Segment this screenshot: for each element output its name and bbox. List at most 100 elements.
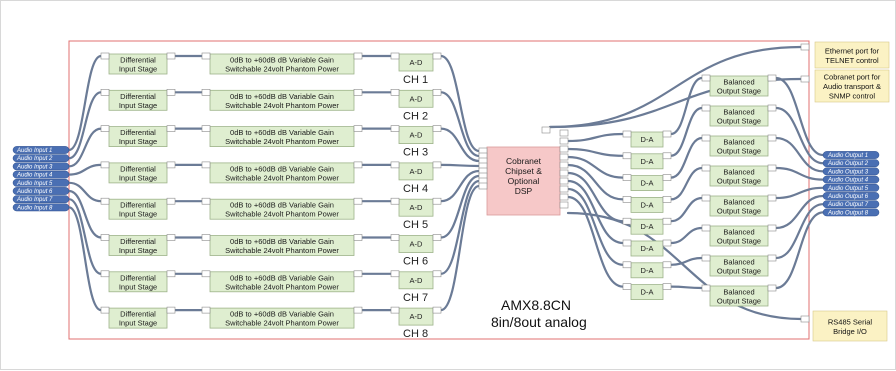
channel-label-6: CH 6 <box>403 256 428 268</box>
da-converter-1: D-A <box>630 131 664 148</box>
gain-port-in-4 <box>201 161 211 169</box>
variable-gain-stage-8: 0dB to +60dB dB Variable GainSwitchable … <box>209 307 355 329</box>
audio-input-pill-7[interactable] <box>12 195 70 204</box>
audio-output-pill-1[interactable] <box>822 151 880 159</box>
audio-input-8[interactable]: Audio Input 8 <box>12 203 70 212</box>
diff-port-in-4 <box>100 161 110 169</box>
audio-output-pill-4[interactable] <box>822 175 880 184</box>
diff-port-out-5 <box>166 197 176 205</box>
wire-input-to-diff-3 <box>67 127 103 168</box>
audio-input-pill-4[interactable] <box>12 170 70 179</box>
audio-input-pill-2[interactable] <box>12 154 70 163</box>
audio-input-pill-3[interactable] <box>12 162 70 171</box>
audio-output-7[interactable]: Audio Output 7 <box>822 200 880 209</box>
ad-port-in-3 <box>390 125 400 132</box>
da-converter-6: D-A <box>630 240 664 257</box>
wire-cobranet-to-da-4 <box>566 163 625 201</box>
bal-port-in-1 <box>701 74 711 82</box>
audio-input-pill-6[interactable] <box>12 187 70 195</box>
audio-input-1[interactable]: Audio Input 1 <box>12 146 70 154</box>
variable-gain-stage-3: 0dB to +60dB dB Variable GainSwitchable … <box>209 126 355 147</box>
audio-input-5[interactable]: Audio Input 5 <box>12 178 70 187</box>
audio-output-pill-2[interactable] <box>822 159 880 168</box>
gain-label-line-2: Switchable 24volt Phantom Power <box>225 246 339 255</box>
balanced-label-line-1: Balanced <box>723 78 754 87</box>
differential-label-line-2: Input Stage <box>119 65 157 74</box>
da-box-5 <box>630 218 664 235</box>
audio-input-4[interactable]: Audio Input 4 <box>12 170 70 179</box>
da-port-out-1 <box>662 130 672 138</box>
cobranet-port-out-4 <box>559 153 569 161</box>
balanced-label-line-1: Balanced <box>723 288 754 297</box>
audio-output-label-5: Audio Output 5 <box>827 186 869 192</box>
gain-port-out-6 <box>353 234 363 241</box>
audio-output-pill-3[interactable] <box>822 167 880 176</box>
gain-label-line-1: 0dB to +60dB dB Variable Gain <box>230 56 334 65</box>
gain-label-line-2: Switchable 24volt Phantom Power <box>225 319 339 328</box>
balanced-label-line-1: Balanced <box>723 198 754 207</box>
cobranet-label-line-4: DSP <box>515 186 533 196</box>
balanced-output-stage-6-box <box>709 225 769 247</box>
cobranet-port-out-8 <box>559 185 569 193</box>
ad-converter-8: A-D <box>398 307 434 326</box>
audio-input-6[interactable]: Audio Input 6 <box>12 187 70 195</box>
audio-output-pill-5[interactable] <box>822 183 880 192</box>
differential-label-line-2: Input Stage <box>119 173 157 182</box>
wire-input-to-diff-7 <box>67 198 103 275</box>
rs485-port-box[interactable] <box>812 310 888 342</box>
channel-label-4: CH 4 <box>403 183 428 195</box>
audio-input-7[interactable]: Audio Input 7 <box>12 195 70 204</box>
ad-port-out-7 <box>432 270 442 278</box>
ad-port-out-3 <box>432 125 442 132</box>
audio-output-5[interactable]: Audio Output 5 <box>822 183 880 192</box>
cobranet-port-line-3: SNMP control <box>829 92 875 101</box>
gain-port-out-2 <box>353 89 363 96</box>
audio-output-label-6: Audio Output 6 <box>827 194 869 200</box>
audio-output-pill-7[interactable] <box>822 200 880 209</box>
da-port-out-4 <box>662 196 672 203</box>
audio-output-3[interactable]: Audio Output 3 <box>822 167 880 176</box>
balanced-label-line-2: Output Stage <box>717 177 761 186</box>
audio-output-6[interactable]: Audio Output 6 <box>822 192 880 200</box>
cobranet-port-out-7 <box>559 177 569 185</box>
da-converter-4: D-A <box>630 196 664 213</box>
audio-output-8[interactable]: Audio Output 8 <box>822 208 880 217</box>
gain-label-line-1: 0dB to +60dB dB Variable Gain <box>230 92 334 101</box>
audio-input-pill-5[interactable] <box>12 178 70 187</box>
audio-output-pill-6[interactable] <box>822 192 880 200</box>
device-subtitle: 8in/8out analog <box>491 314 587 330</box>
da-box-1 <box>630 131 664 148</box>
audio-input-3[interactable]: Audio Input 3 <box>12 162 70 171</box>
cobranet-port-box[interactable] <box>814 69 890 103</box>
ethernet-port-connector <box>800 43 810 51</box>
ad-label: A-D <box>410 167 424 176</box>
audio-output-4[interactable]: Audio Output 4 <box>822 175 880 184</box>
diff-port-in-5 <box>100 197 110 205</box>
differential-input-stage-2-box <box>108 89 168 111</box>
ethernet-port-box[interactable] <box>814 41 890 69</box>
audio-output-2[interactable]: Audio Output 2 <box>822 159 880 168</box>
bal-port-out-8 <box>767 284 777 292</box>
differential-label-line-2: Input Stage <box>119 246 157 255</box>
differential-input-stage-5-box <box>108 198 168 220</box>
ad-port-in-7 <box>390 270 400 278</box>
audio-input-2[interactable]: Audio Input 2 <box>12 154 70 163</box>
da-port-out-3 <box>662 174 672 181</box>
balanced-label-line-1: Balanced <box>723 168 754 177</box>
differential-label-line-1: Differential <box>120 310 156 319</box>
audio-input-pill-1[interactable] <box>12 146 70 154</box>
bal-port-out-5 <box>767 194 777 202</box>
gain-port-in-5 <box>201 197 211 205</box>
audio-output-1[interactable]: Audio Output 1 <box>822 151 880 159</box>
cobranet-label-line-2: Chipset & <box>505 166 542 176</box>
differential-label-line-1: Differential <box>120 92 156 101</box>
gain-port-in-7 <box>201 270 211 278</box>
audio-output-pill-8[interactable] <box>822 208 880 217</box>
differential-label-line-1: Differential <box>120 56 156 65</box>
audio-input-pill-8[interactable] <box>12 203 70 212</box>
da-converter-8: D-A <box>630 284 664 301</box>
